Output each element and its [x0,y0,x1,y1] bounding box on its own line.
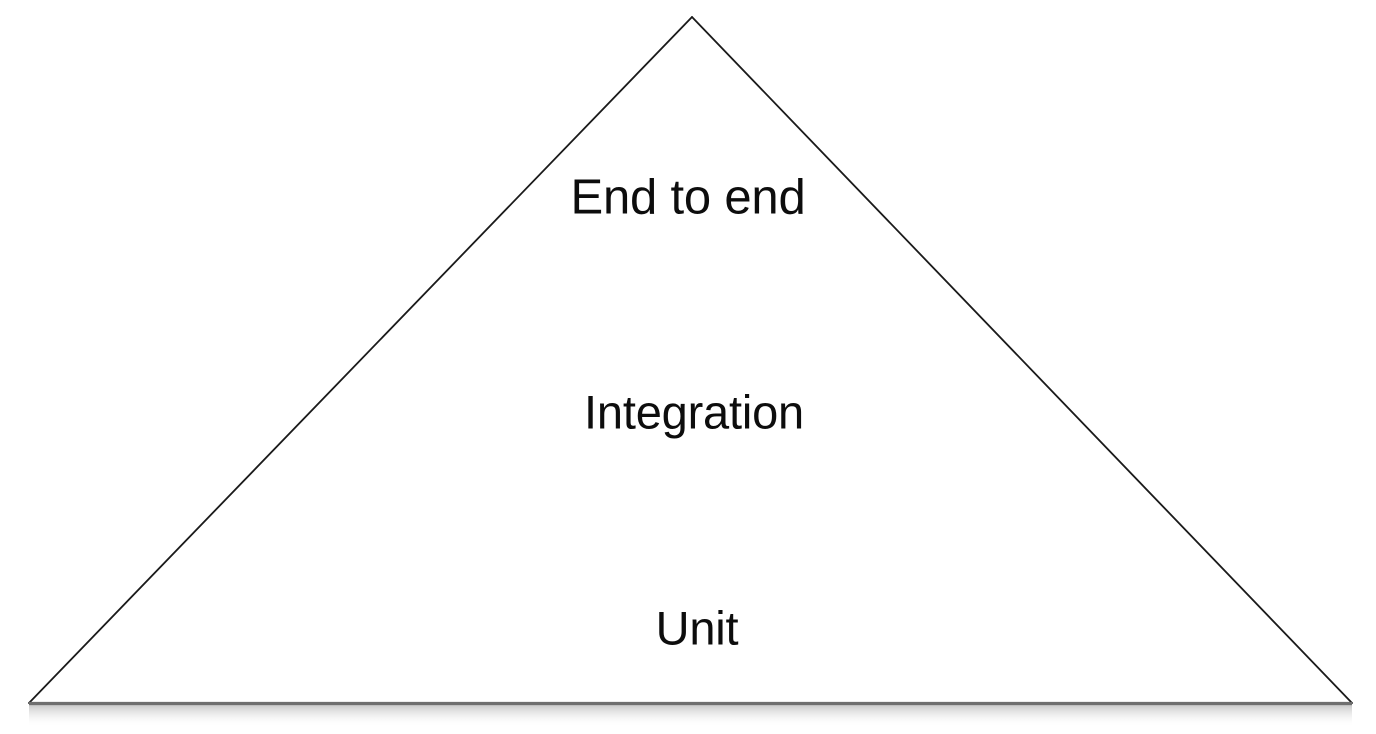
triangle-fill [29,17,1352,703]
tier-label-unit: Unit [655,601,739,655]
tier-label-integration: Integration [584,385,804,439]
base-shadow [29,705,1352,727]
triangle-right-edge [691,16,1353,704]
triangle-left-edge [28,16,693,704]
tier-label-end-to-end: End to end [570,170,806,225]
